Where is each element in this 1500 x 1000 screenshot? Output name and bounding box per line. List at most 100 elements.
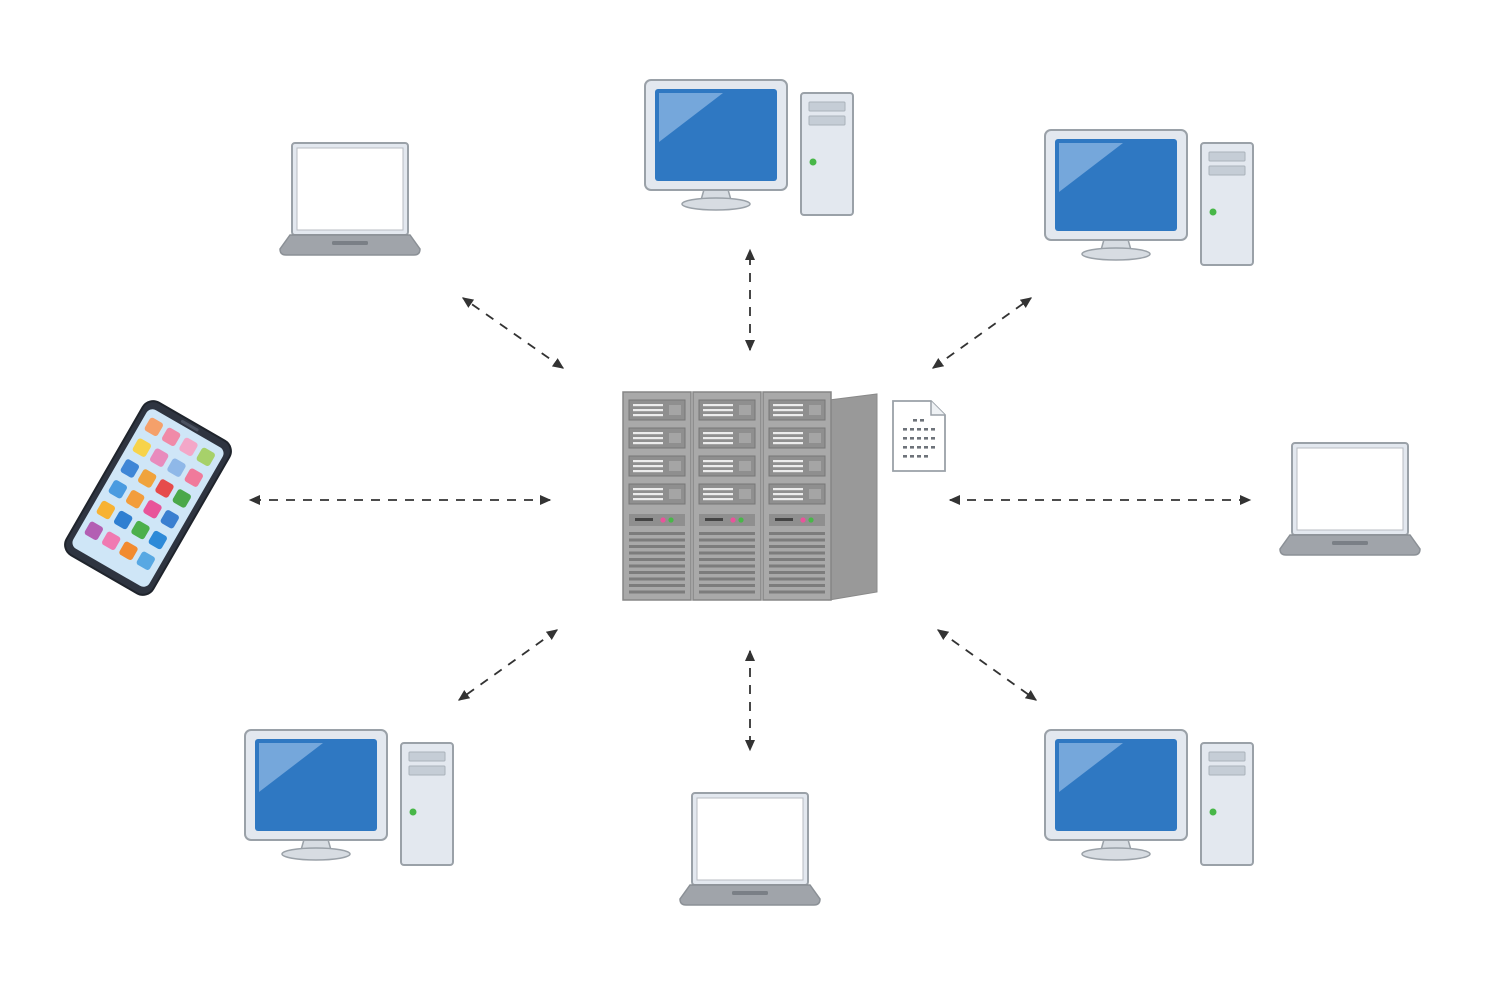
document-text-line (910, 437, 914, 440)
vent-slot (629, 538, 685, 542)
document-text-line (917, 428, 921, 431)
document-text-line (903, 446, 907, 449)
client-top-desktop-computer-icon (644, 79, 854, 216)
vent-slot (699, 545, 755, 548)
drive-slot (703, 409, 733, 412)
drive-slot (703, 488, 733, 491)
status-led-icon (730, 517, 736, 523)
link-top-left (461, 297, 565, 369)
app-icon (167, 458, 186, 477)
drive-slot (633, 498, 663, 501)
drive-slot (703, 465, 733, 468)
vent-slot (699, 558, 755, 561)
document-text-line (903, 428, 907, 431)
drive-bay (1208, 151, 1246, 162)
drive-bay (1208, 765, 1246, 776)
drive-slot (633, 460, 663, 463)
status-panel (769, 514, 825, 526)
client-left-smartphone-icon (64, 400, 232, 596)
server-side-panel (828, 393, 878, 601)
drive-slot (633, 437, 663, 440)
drive-slot (773, 470, 803, 473)
vent-slot (769, 577, 825, 581)
drive-slot (773, 460, 803, 463)
status-slot (705, 518, 723, 521)
vent-slot (699, 590, 755, 594)
app-icon (114, 510, 133, 530)
document-text-line (924, 446, 928, 449)
app-icon (96, 500, 115, 520)
drive-slot (773, 493, 803, 496)
power-led-icon (1209, 208, 1217, 216)
laptop-screen (1296, 447, 1404, 531)
app-icon (126, 490, 145, 509)
document-text-line (913, 419, 917, 422)
app-icon (84, 521, 103, 540)
vent-slot (769, 551, 825, 555)
laptop-trackpad (332, 241, 368, 245)
document-text-line (917, 455, 921, 458)
status-led-icon (738, 517, 744, 523)
vent-slot (699, 571, 755, 574)
vent-slot (629, 577, 685, 581)
phone-speaker (180, 419, 199, 432)
app-icon (160, 510, 179, 529)
client-bottom-laptop-icon (679, 792, 821, 906)
vent-slot (699, 532, 755, 535)
drive-slot (633, 488, 663, 491)
app-icon (132, 438, 151, 457)
document-icon (892, 400, 946, 472)
drive-handle (739, 405, 751, 415)
drive-bay (1208, 165, 1246, 176)
app-icon (136, 551, 155, 570)
document-text-line (931, 437, 935, 440)
app-icon (179, 437, 198, 457)
document-text-line (924, 455, 928, 458)
status-led-icon (660, 517, 666, 523)
drive-slot (703, 414, 733, 417)
vent-slot (769, 584, 825, 587)
link-bottom-right (936, 629, 1038, 701)
laptop-trackpad (1332, 541, 1368, 545)
drive-slot (633, 470, 663, 473)
app-icon (102, 531, 121, 550)
app-icon (196, 447, 215, 467)
app-icon (144, 417, 163, 437)
vent-slot (769, 564, 825, 568)
document-text-line (910, 428, 914, 431)
drive-bay (1208, 751, 1246, 762)
vent-slot (629, 584, 685, 587)
vent-slot (629, 590, 685, 594)
client-bottom-right-desktop-computer-icon (1044, 729, 1254, 866)
app-icon (138, 469, 157, 488)
screen-glare (1059, 743, 1123, 792)
drive-slot (773, 409, 803, 412)
drive-slot (703, 493, 733, 496)
drive-slot (703, 442, 733, 445)
vent-slot (769, 532, 825, 535)
document-fold (930, 401, 945, 416)
drive-slot (703, 437, 733, 440)
drive-slot (773, 404, 803, 407)
drive-bay (808, 101, 846, 112)
drive-slot (703, 470, 733, 473)
status-slot (775, 518, 793, 521)
status-led-icon (668, 517, 674, 523)
drive-slot (773, 442, 803, 445)
drive-handle (739, 489, 751, 499)
drive-handle (809, 461, 821, 471)
drive-slot (633, 404, 663, 407)
vent-slot (769, 590, 825, 594)
drive-slot (633, 432, 663, 435)
app-icon (172, 489, 191, 508)
document-text-line (903, 455, 907, 458)
monitor-foot (1081, 247, 1151, 261)
power-led-icon (409, 808, 417, 816)
status-led-icon (808, 517, 814, 523)
vent-slot (699, 538, 755, 542)
power-led-icon (809, 158, 817, 166)
app-icon (120, 459, 139, 478)
document-text-line (910, 455, 914, 458)
vent-slot (629, 532, 685, 535)
